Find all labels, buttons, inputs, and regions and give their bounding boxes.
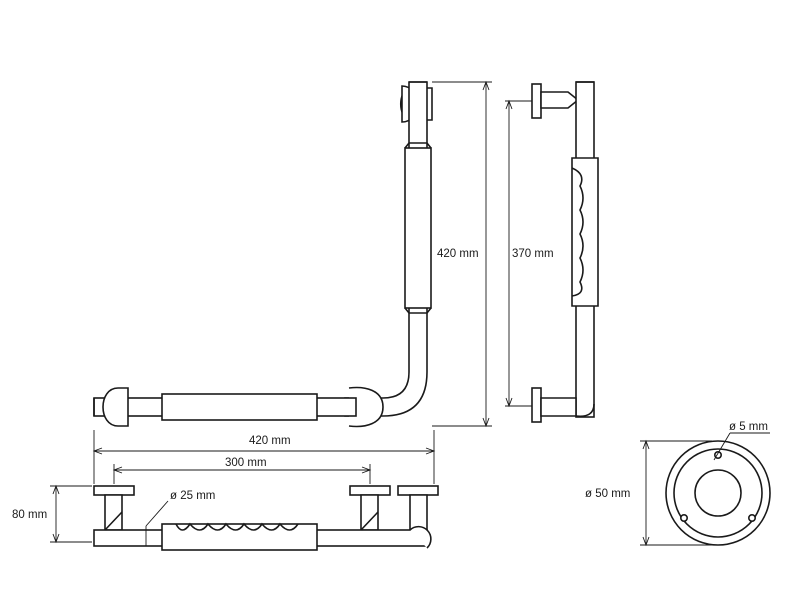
side-top-mount xyxy=(540,91,580,109)
side-bottom-mount xyxy=(540,397,577,417)
side-bottom-flange xyxy=(531,387,542,423)
top-grip-scallops xyxy=(175,522,299,531)
flange-inner-ring xyxy=(673,448,763,538)
label-front-height: 420 mm xyxy=(437,248,479,260)
flange-center-hole xyxy=(694,469,742,517)
flange-screw-hole-right xyxy=(747,513,756,522)
side-grip-scallops xyxy=(571,167,584,297)
top-mid-flange xyxy=(349,485,391,496)
dim-tube-diameter: ø 25 mm xyxy=(145,490,215,546)
flange-outer-circle xyxy=(665,440,771,546)
dim-hole-diameter: ø 5 mm xyxy=(713,421,770,461)
top-end-cap xyxy=(409,525,432,549)
front-horizontal-grip xyxy=(161,393,318,421)
dim-mount-spacing: 300 mm xyxy=(112,457,372,484)
label-height-80: 80 mm xyxy=(12,509,47,521)
front-right-flange xyxy=(348,386,384,428)
top-mid-post xyxy=(360,494,379,531)
dim-height-80: 80 mm xyxy=(12,484,92,544)
top-right-flange xyxy=(397,485,439,496)
front-left-flange xyxy=(102,387,129,427)
label-tube-diameter: ø 25 mm xyxy=(170,490,215,502)
top-left-post xyxy=(104,494,123,531)
label-inner-height: 370 mm xyxy=(512,248,554,260)
label-mount-spacing: 300 mm xyxy=(225,457,267,469)
flange-screw-hole-left xyxy=(679,513,688,522)
front-vertical-grip xyxy=(404,147,432,309)
side-top-flange xyxy=(531,83,542,119)
side-view xyxy=(531,81,599,423)
dim-flange-diameter: ø 50 mm xyxy=(585,439,712,547)
front-view-l-bar xyxy=(93,81,433,428)
label-total-width: 420 mm xyxy=(249,435,291,447)
flange-detail xyxy=(665,440,771,546)
top-right-post xyxy=(409,494,428,531)
top-view xyxy=(93,485,439,551)
dim-total-width: 420 mm xyxy=(92,430,436,484)
dim-front-height: 420 mm xyxy=(432,80,492,428)
top-left-flange xyxy=(93,485,135,496)
dim-side-inner-height: 370 mm xyxy=(505,99,554,408)
label-hole-diameter: ø 5 mm xyxy=(729,421,768,433)
label-flange-diameter: ø 50 mm xyxy=(585,488,630,500)
side-grip xyxy=(571,157,599,307)
